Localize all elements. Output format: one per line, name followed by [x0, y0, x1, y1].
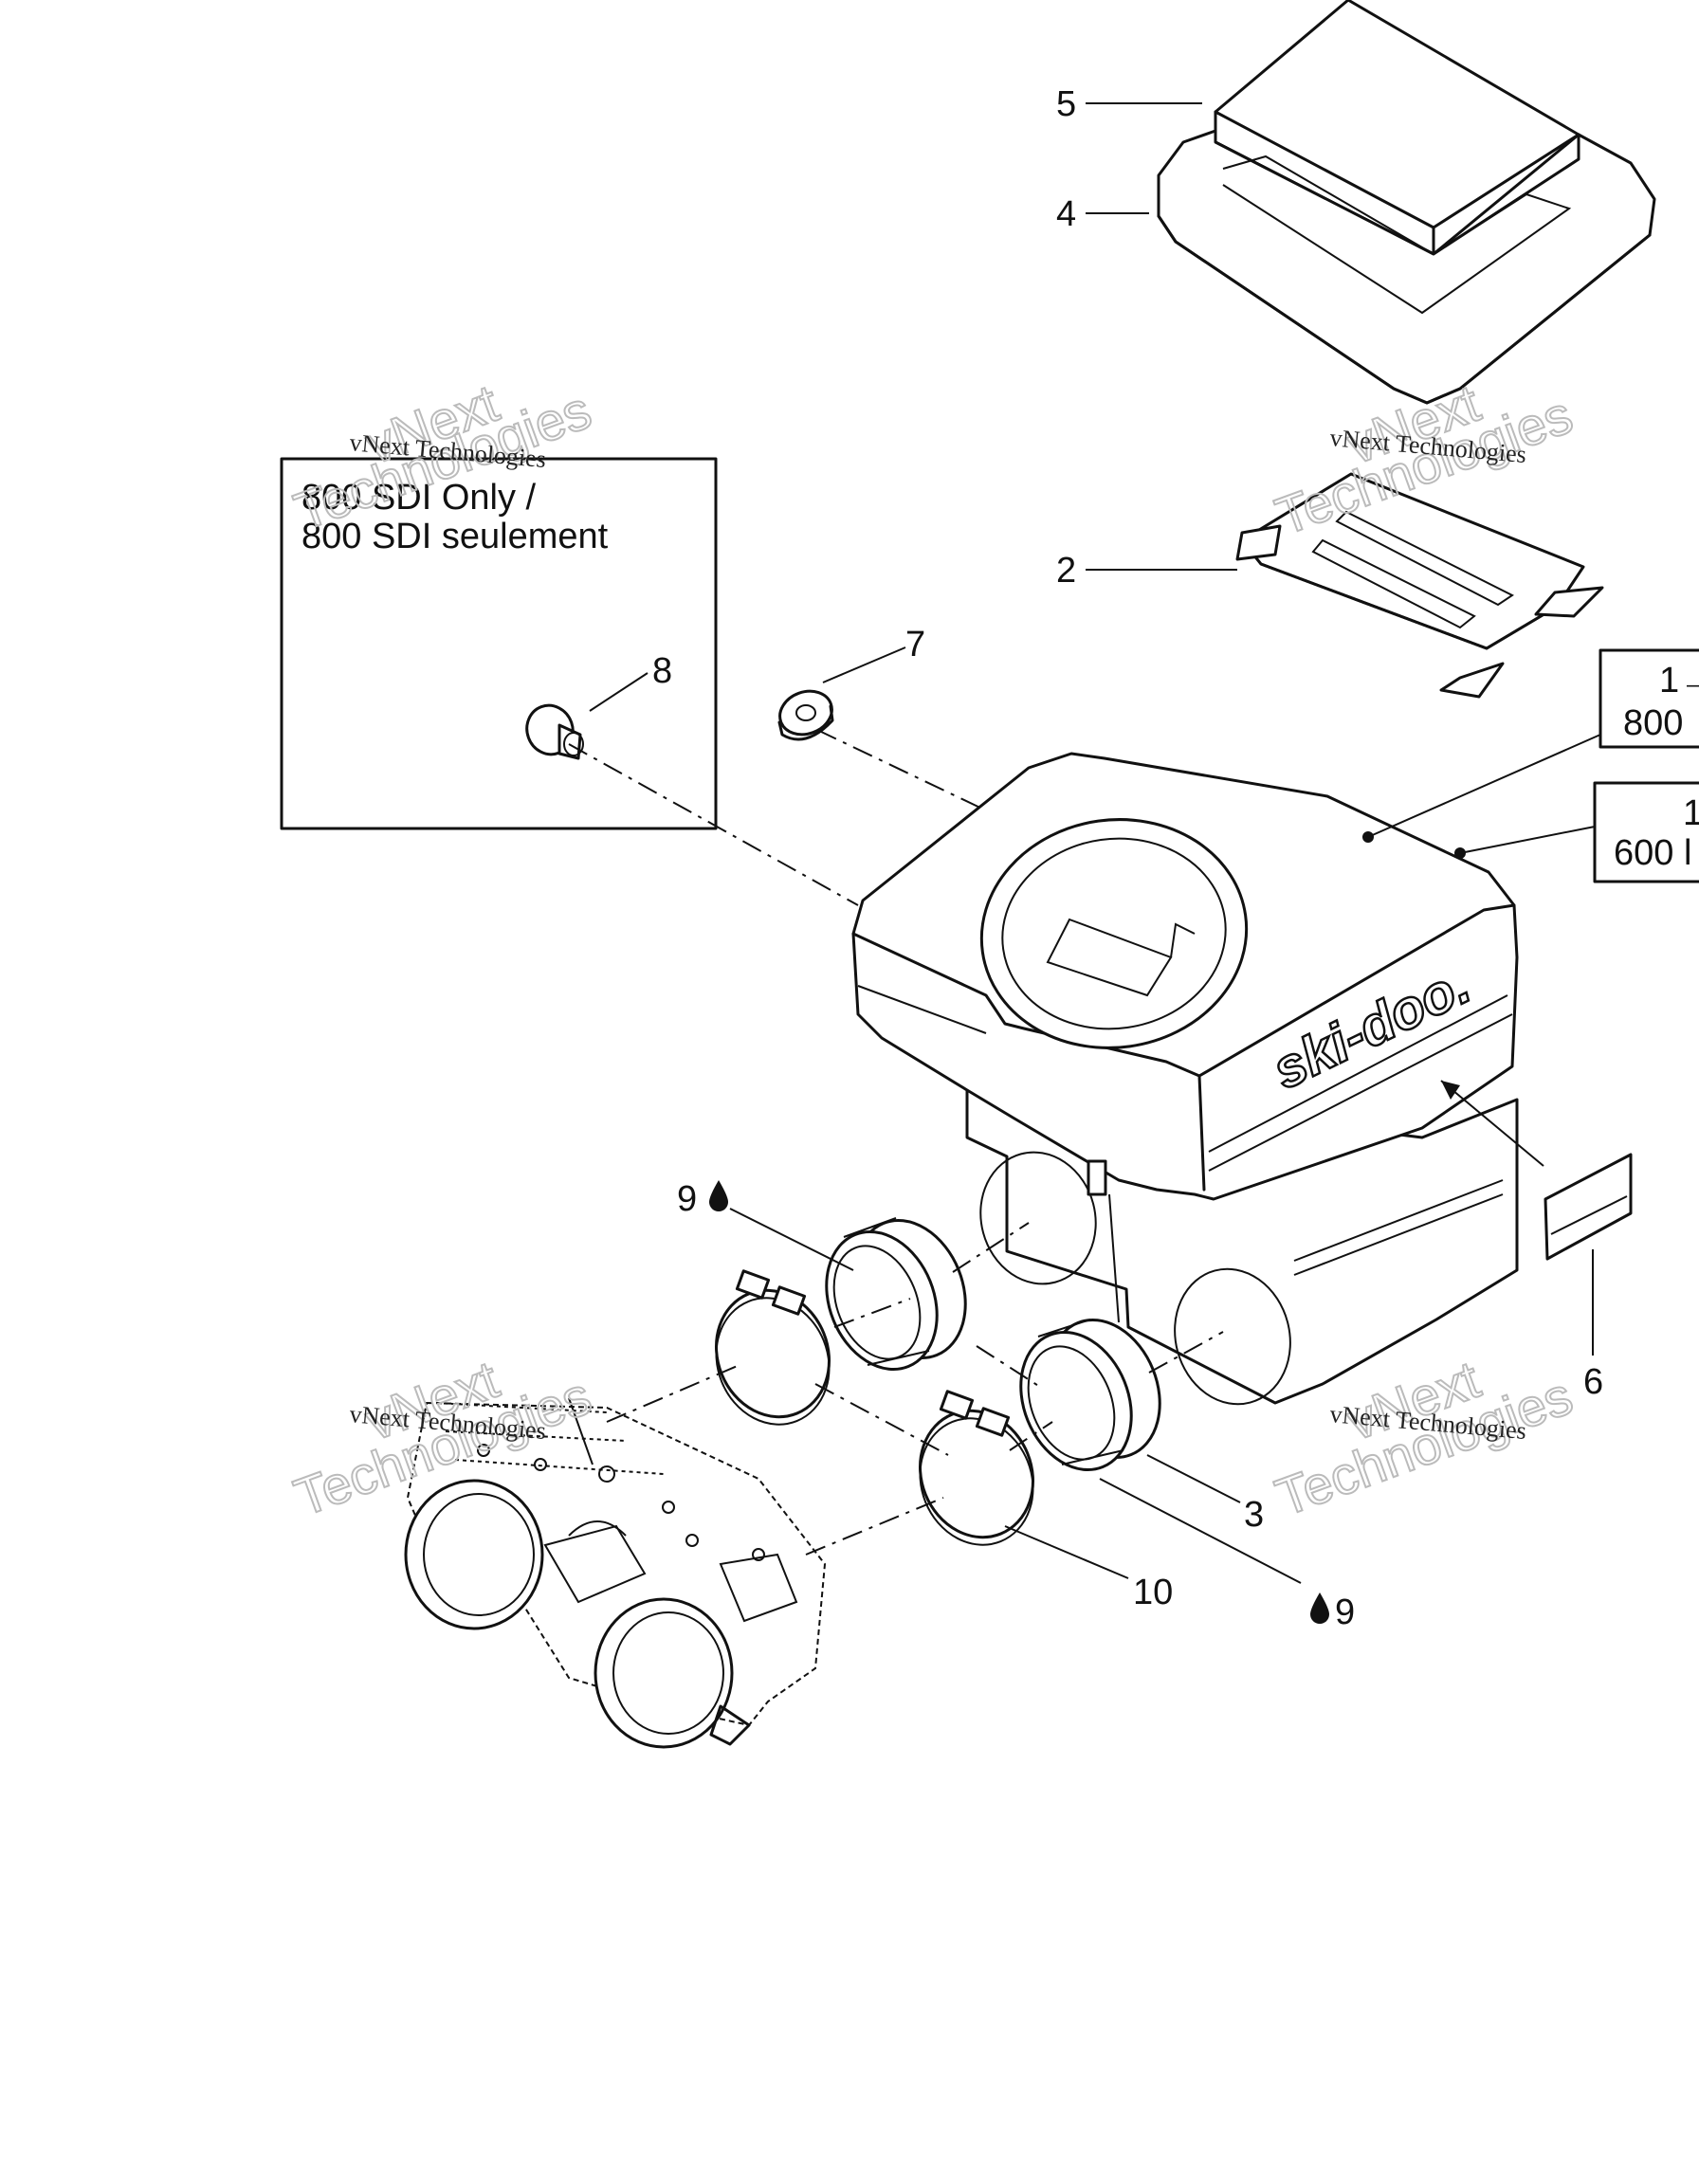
callout-5: 5: [1056, 84, 1076, 124]
part-6-decal: [1544, 1153, 1633, 1261]
callout-8: 8: [652, 651, 672, 691]
part-4-filter-frame: [1157, 129, 1656, 405]
part-8-plug: [525, 703, 584, 760]
oil-drop-icon: [1310, 1592, 1329, 1624]
side-box-800-border: [1599, 648, 1699, 749]
callout-4: 4: [1056, 194, 1076, 234]
callout-numbers: 5 4 2 7 8 6 3 10 9 9: [652, 84, 1603, 1632]
callout-3: 3: [1244, 1495, 1264, 1535]
callout-9-upper: 9: [677, 1179, 728, 1219]
callout-10: 10: [1133, 1573, 1173, 1612]
part-3-adaptor-lower: [1019, 1318, 1161, 1472]
callout-2: 2: [1056, 551, 1076, 591]
side-box-600-border: [1593, 781, 1699, 883]
side-box-600: 1 600 l: [1593, 781, 1699, 883]
inset-box-border: [280, 457, 718, 830]
side-box-800: 1→ 800: [1599, 648, 1699, 749]
part-3-adaptor-upper: [825, 1217, 967, 1372]
side-box-800-line2: 800: [1623, 703, 1683, 743]
callout-6: 6: [1583, 1362, 1603, 1402]
side-box-600-line2: 600 l: [1614, 833, 1691, 873]
callout-9-upper-number: 9: [677, 1179, 697, 1219]
assembly-lines: [568, 729, 1224, 1556]
side-box-600-line1: 1: [1683, 793, 1699, 833]
oil-drop-icon: [709, 1180, 728, 1211]
inset-box-line1: 800 SDI Only /: [301, 478, 537, 518]
carburetor-assembly-reference: [404, 1397, 827, 1749]
part-10-clamp-lower: [918, 1390, 1035, 1546]
callout-9-lower-number: 9: [1335, 1592, 1355, 1632]
part-2-cover-plate: [1235, 472, 1604, 699]
inset-800-sdi: 800 SDI Only / 800 SDI seulement: [280, 457, 718, 830]
arrow-to-decal-area: [1441, 1081, 1460, 1100]
part-7-grommet: [777, 689, 834, 741]
inset-box-line2: 800 SDI seulement: [301, 517, 609, 556]
part-10-clamp-upper: [714, 1269, 831, 1426]
part-1-airbox: ski-doo.: [851, 752, 1519, 1406]
callout-7: 7: [905, 625, 925, 664]
callout-9-lower: 9: [1310, 1592, 1355, 1632]
side-box-800-line1: 1→: [1659, 661, 1699, 701]
